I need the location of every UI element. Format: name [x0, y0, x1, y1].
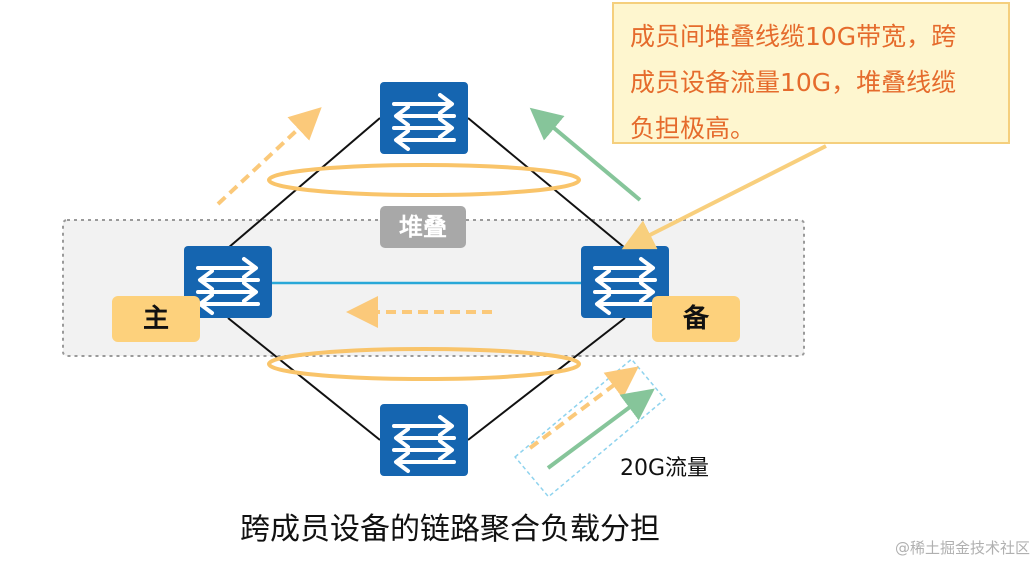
switch-icon-top [378, 80, 470, 156]
stack-label: 堆叠 [380, 206, 466, 248]
link-aggregation-upper [267, 163, 581, 197]
role-badge-backup: 备 [652, 296, 740, 342]
physical-links [227, 117, 626, 441]
callout-line-1: 成员间堆叠线缆10G带宽，跨 [630, 22, 957, 51]
callout-line-2: 成员设备流量10G，堆叠线缆 [630, 68, 957, 97]
traffic-arrow-upper-right [529, 107, 642, 202]
traffic-arrow-20g-orange [528, 366, 639, 450]
role-badge-main: 主 [112, 296, 200, 342]
traffic-label: 20G流量 [620, 456, 710, 481]
watermark: @稀土掘金技术社区 [894, 539, 1030, 557]
callout-pointer [621, 144, 827, 250]
switch-icon-bottom [378, 402, 470, 478]
traffic-20g-box [514, 358, 666, 498]
traffic-arrow-upper-left [216, 107, 322, 206]
callout-line-3: 负担极高。 [630, 114, 756, 143]
callout-note: 成员间堆叠线缆10G带宽，跨 成员设备流量10G，堆叠线缆 负担极高。 [612, 2, 1010, 144]
link-aggregation-lower [267, 347, 581, 381]
diagram-caption: 跨成员设备的链路聚合负载分担 [240, 512, 660, 547]
traffic-arrow-20g-green [546, 388, 655, 470]
